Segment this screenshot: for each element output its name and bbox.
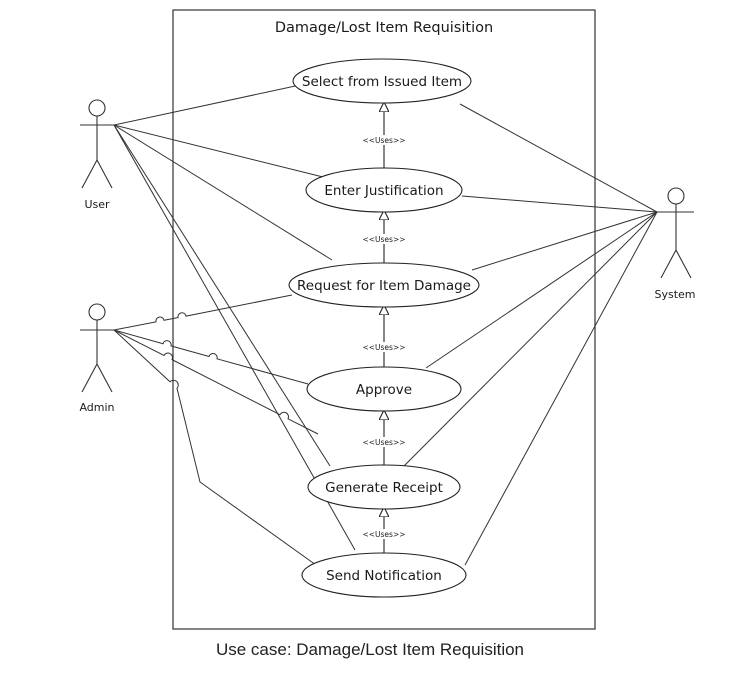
assoc-admin-request	[113, 294, 293, 331]
actor-system-label: System	[654, 288, 695, 301]
assoc-admin-approve	[113, 329, 309, 385]
assoc-user-justification	[113, 124, 324, 178]
assoc-user-receipt	[113, 124, 331, 467]
use-case-label: Request for Item Damage	[297, 278, 471, 294]
assoc-admin-notification	[113, 329, 317, 566]
use-case-send-notification[interactable]: Send Notification	[301, 552, 467, 598]
actor-head	[88, 99, 106, 117]
actor-user-label: User	[84, 198, 110, 211]
actor-user[interactable]	[80, 99, 114, 189]
diagram-caption: Use case: Damage/Lost Item Requisition	[215, 640, 525, 659]
use-case-enter-justification[interactable]: Enter Justification	[305, 167, 463, 213]
use-case-label: Select from Issued Item	[302, 74, 462, 90]
actor-head	[88, 303, 106, 321]
assoc-system-request	[471, 211, 658, 271]
uses-label-5: <<Uses>>	[362, 530, 405, 539]
use-case-label: Approve	[356, 382, 412, 398]
actor-system[interactable]	[657, 187, 694, 279]
assoc-system-select	[459, 103, 658, 213]
assoc-system-approve	[425, 211, 658, 369]
assoc-system-notification	[464, 211, 658, 566]
actor-admin[interactable]	[80, 303, 114, 393]
use-case-request-item-damage[interactable]: Request for Item Damage	[288, 262, 480, 308]
use-case-label: Enter Justification	[324, 183, 443, 199]
system-boundary	[172, 9, 596, 630]
assoc-user-request	[113, 124, 333, 261]
uses-label-1: <<Uses>>	[362, 136, 405, 145]
assoc-user-select	[113, 84, 301, 126]
uses-label-4: <<Uses>>	[362, 438, 405, 447]
uses-label-2: <<Uses>>	[362, 235, 405, 244]
use-case-label: Generate Receipt	[325, 480, 443, 496]
assoc-admin-receipt	[113, 329, 319, 435]
assoc-system-receipt	[403, 211, 658, 467]
use-case-label: Send Notification	[326, 568, 442, 584]
actor-admin-label: Admin	[79, 401, 114, 414]
uses-labels: <<Uses>> <<Uses>> <<Uses>> <<Uses>> <<Us…	[360, 135, 408, 539]
use-case-approve[interactable]: Approve	[306, 366, 462, 412]
assoc-system-justification	[461, 195, 658, 213]
associations	[113, 84, 658, 566]
actor-head	[667, 187, 685, 205]
use-case-select-issued-item[interactable]: Select from Issued Item	[292, 58, 472, 104]
use-case-generate-receipt[interactable]: Generate Receipt	[307, 464, 461, 510]
system-boundary-title: Damage/Lost Item Requisition	[275, 20, 493, 36]
uses-label-3: <<Uses>>	[362, 343, 405, 352]
